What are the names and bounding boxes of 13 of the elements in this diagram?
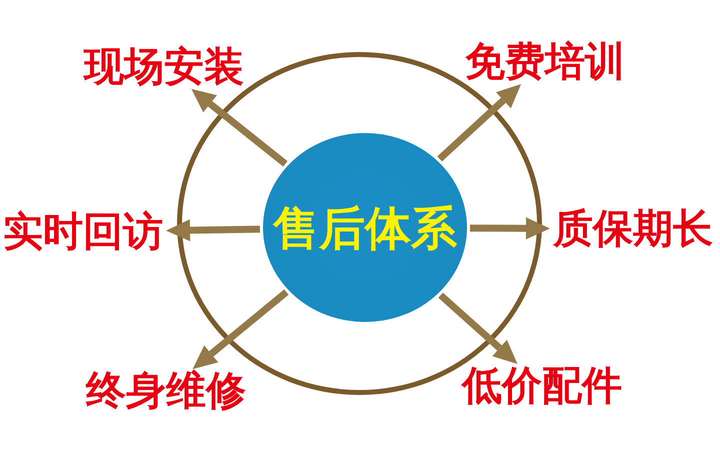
service-label: 实时回访: [3, 212, 163, 252]
service-label: 免费培训: [465, 42, 625, 82]
hub-label: 售后体系: [273, 202, 457, 252]
arrow: [438, 292, 518, 364]
arrow: [470, 217, 550, 240]
arrow: [191, 88, 288, 167]
arrow: [192, 289, 289, 370]
arrow: [166, 219, 260, 242]
service-label: 低价配件: [462, 366, 622, 406]
service-label: 终身维修: [86, 371, 246, 411]
service-label: 现场安装: [84, 47, 244, 87]
arrow: [437, 84, 522, 162]
service-label: 质保期长: [553, 209, 713, 249]
